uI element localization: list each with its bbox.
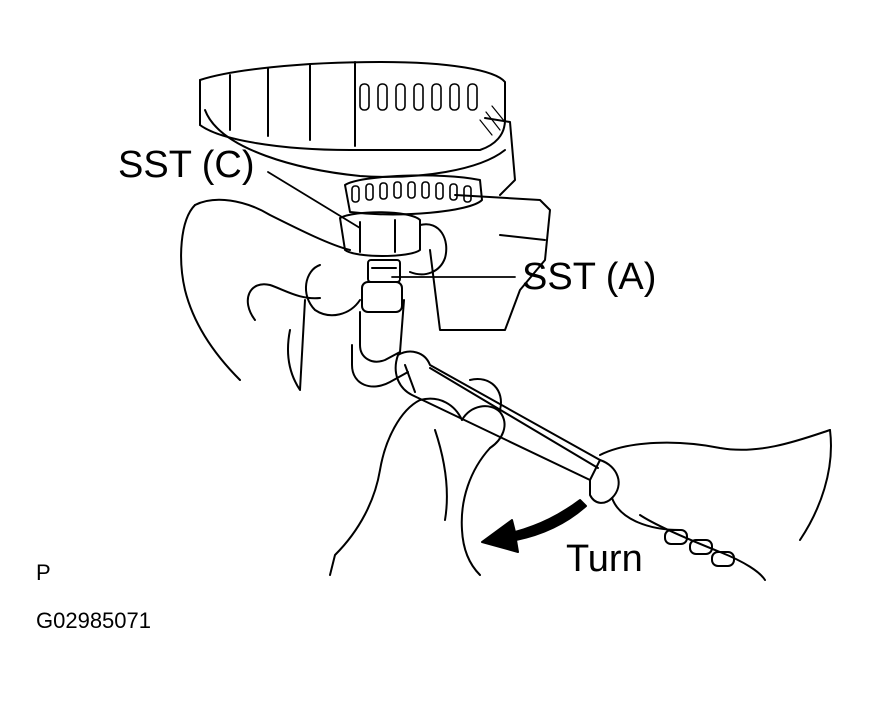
callout-lines bbox=[267, 171, 516, 278]
left-hand-lower bbox=[329, 378, 506, 576]
right-hand-lower bbox=[599, 429, 832, 581]
sst-c-label: SST (C) bbox=[118, 144, 255, 186]
view-code-label: P bbox=[36, 560, 51, 585]
sst-c-leader-line bbox=[267, 171, 361, 229]
wrench-bar bbox=[394, 350, 620, 504]
left-hand-upper bbox=[180, 198, 448, 391]
sst-a-label: SST (A) bbox=[522, 256, 657, 298]
sst-c-tool bbox=[339, 211, 421, 257]
alternator-housing bbox=[199, 61, 551, 331]
turn-label: Turn bbox=[566, 538, 643, 580]
turn-direction-arrow-icon bbox=[481, 499, 587, 553]
sst-a-tool bbox=[351, 259, 409, 388]
figure-id-label: G02985071 bbox=[36, 608, 151, 633]
